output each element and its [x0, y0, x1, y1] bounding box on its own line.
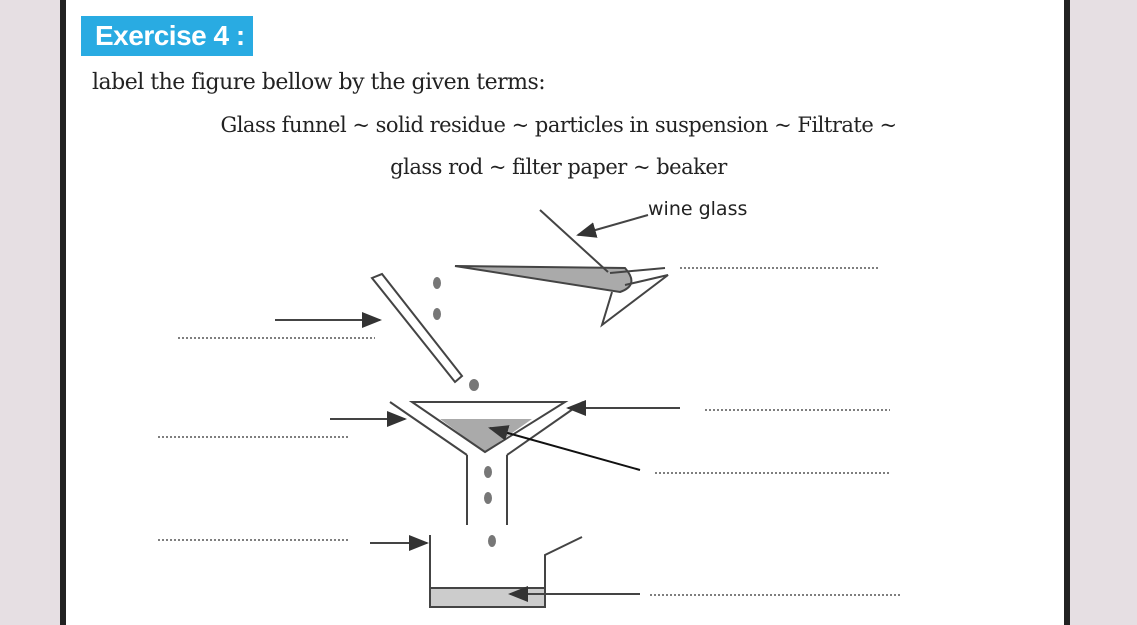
glass-rod: [370, 272, 464, 384]
glass-funnel: [389, 401, 584, 525]
terms-line-1: Glass funnel ~ solid residue ~ particles…: [220, 113, 897, 137]
wine-glass-label: wine glass: [648, 198, 748, 220]
worksheet-page: [60, 0, 1070, 625]
instruction-text: label the figure bellow by the given ter…: [92, 70, 546, 95]
answer-lines: [158, 267, 900, 596]
exercise-title: Exercise 4 :: [81, 16, 253, 56]
residue-arrow: [488, 425, 641, 471]
beaker: [429, 535, 583, 608]
wine-glass: [454, 209, 669, 328]
drops: [433, 277, 496, 547]
terms-line-2: glass rod ~ filter paper ~ beaker: [390, 155, 727, 179]
wine-glass-arrow: [576, 214, 649, 238]
